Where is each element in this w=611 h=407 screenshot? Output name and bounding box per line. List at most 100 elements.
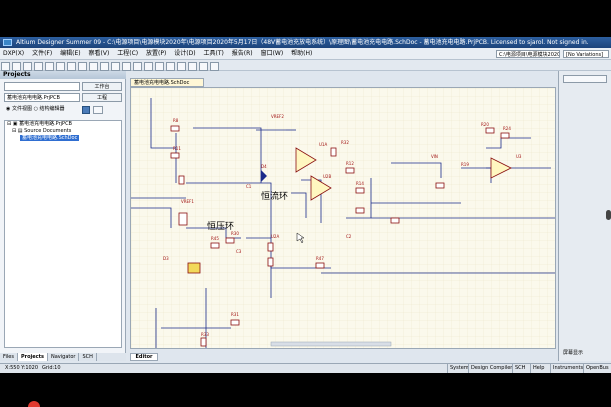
label-u1a: U1A bbox=[319, 142, 327, 147]
menu-help[interactable]: 帮助(H) bbox=[291, 50, 313, 57]
label-r30: R30 bbox=[231, 231, 239, 236]
zoom-icon[interactable] bbox=[34, 62, 43, 71]
label-vref1: VREF1 bbox=[181, 199, 194, 204]
zoom-fit-icon[interactable] bbox=[45, 62, 54, 71]
label-d4: D4 bbox=[261, 164, 267, 169]
editor-tab[interactable]: Editor bbox=[130, 353, 158, 361]
screen-display-label: 屏幕显示 bbox=[563, 350, 584, 356]
tree-project-label: 蓄电池充电电路.PrjPCB bbox=[19, 121, 72, 127]
radio-file-view-label: 文件视图 bbox=[11, 106, 32, 112]
menu-edit[interactable]: 编辑(E) bbox=[60, 50, 81, 57]
status-sch[interactable]: SCH bbox=[512, 364, 525, 373]
project-options-icon[interactable] bbox=[82, 106, 90, 114]
altium-window: Altium Designer Summer 09 - C:\电源项目\电源模块… bbox=[0, 37, 611, 373]
menu-window[interactable]: 窗口(W) bbox=[260, 50, 284, 57]
side-handle-icon bbox=[606, 210, 611, 220]
tree-doc[interactable]: 蓄电池充电电路.SchDoc bbox=[5, 135, 121, 142]
title-bar: Altium Designer Summer 09 - C:\电源项目\电源模块… bbox=[0, 37, 611, 48]
right-panel: 屏幕显示 bbox=[558, 71, 611, 361]
label-c2: C2 bbox=[346, 234, 352, 239]
sheet-symbol-icon[interactable] bbox=[166, 62, 175, 71]
label-d3: D3 bbox=[163, 256, 169, 261]
label-vin: VIN bbox=[431, 154, 438, 159]
copy-icon[interactable] bbox=[67, 62, 76, 71]
tab-sch[interactable]: SCH bbox=[79, 353, 97, 361]
net-label-icon[interactable] bbox=[133, 62, 142, 71]
variant-field[interactable]: [No Variations] bbox=[563, 50, 609, 58]
menu-tools[interactable]: 工具(T) bbox=[203, 50, 224, 57]
label-r11: R11 bbox=[173, 146, 181, 151]
part-icon[interactable] bbox=[155, 62, 164, 71]
status-openbus[interactable]: OpenBus bbox=[583, 364, 609, 373]
wire-icon[interactable] bbox=[111, 62, 120, 71]
status-coords: X:550 Y:1020 bbox=[5, 365, 39, 371]
toolbar bbox=[0, 60, 611, 71]
label-r33: R33 bbox=[201, 332, 209, 337]
status-grid: Grid:10 bbox=[42, 365, 61, 371]
label-vref2: VREF2 bbox=[271, 114, 284, 119]
menu-reports[interactable]: 报告(R) bbox=[231, 50, 253, 57]
label-c1: C1 bbox=[246, 184, 252, 189]
tree-project[interactable]: ⊟ ▣ 蓄电池充电电路.PrjPCB bbox=[5, 121, 121, 128]
project-tree: ⊟ ▣ 蓄电池充电电路.PrjPCB ⊟ ▤ Source Documents … bbox=[4, 120, 122, 348]
schematic-sheet[interactable]: R8 R11 D4 U1A R32 R12 U2B R14 C1 C2 VREF… bbox=[130, 87, 556, 349]
tab-navigator[interactable]: Navigator bbox=[48, 353, 80, 361]
projects-panel: Projects 工作台 蓄电池充电电路.PrjPCB 工程 ◉ 文件视图 ○ … bbox=[0, 71, 126, 361]
no-erc-icon[interactable] bbox=[188, 62, 197, 71]
radio-struct-view[interactable]: ○ bbox=[33, 106, 40, 112]
diode-d4 bbox=[261, 170, 267, 182]
label-r32: R32 bbox=[341, 140, 349, 145]
menu-file[interactable]: 文件(F) bbox=[32, 50, 53, 57]
tab-files[interactable]: Files bbox=[0, 353, 18, 361]
workspace-field[interactable] bbox=[4, 82, 80, 91]
menu-dxp[interactable]: DXP(X) bbox=[3, 50, 25, 57]
status-system[interactable]: System bbox=[447, 364, 469, 373]
label-r31: R31 bbox=[231, 312, 239, 317]
project-button[interactable]: 工程 bbox=[82, 93, 122, 102]
bus-icon[interactable] bbox=[122, 62, 131, 71]
annotation-constant-voltage: 恒压环 bbox=[207, 220, 234, 232]
menu-design[interactable]: 设计(D) bbox=[174, 50, 196, 57]
status-design-compiler[interactable]: Design Compiler bbox=[468, 364, 512, 373]
path-field[interactable]: C:\电源项目\电源模块2020年\... bbox=[496, 50, 560, 58]
menu-project[interactable]: 工程(C) bbox=[117, 50, 139, 57]
redo-icon[interactable] bbox=[100, 62, 109, 71]
cut-icon[interactable] bbox=[56, 62, 65, 71]
status-help[interactable]: Help bbox=[530, 364, 544, 373]
wires bbox=[131, 98, 555, 348]
document-tab[interactable]: 蓄电池充电电路.SchDoc bbox=[130, 78, 204, 87]
right-toolbar[interactable] bbox=[563, 75, 607, 83]
label-r8: R8 bbox=[173, 118, 179, 123]
annotation-constant-current: 恒流环 bbox=[261, 190, 288, 202]
tree-folder-label: Source Documents bbox=[24, 128, 72, 134]
menu-place[interactable]: 放置(P) bbox=[146, 50, 167, 57]
tab-projects[interactable]: Projects bbox=[17, 353, 48, 361]
tree-folder[interactable]: ⊟ ▤ Source Documents bbox=[12, 128, 72, 134]
workspace-button[interactable]: 工作台 bbox=[82, 82, 122, 91]
label-u2a: U2A bbox=[271, 234, 279, 239]
tl431-ic bbox=[187, 262, 201, 274]
undo-icon[interactable] bbox=[89, 62, 98, 71]
line-icon[interactable] bbox=[210, 62, 219, 71]
save-icon[interactable] bbox=[12, 62, 21, 71]
horizontal-scrollbar[interactable] bbox=[270, 341, 392, 347]
label-r45: R45 bbox=[211, 236, 219, 241]
label-r24: R24 bbox=[503, 126, 511, 131]
label-r12: R12 bbox=[346, 161, 354, 166]
power-port-icon[interactable] bbox=[144, 62, 153, 71]
label-u2b: U2B bbox=[323, 174, 331, 179]
port-icon[interactable] bbox=[177, 62, 186, 71]
text-icon[interactable] bbox=[199, 62, 208, 71]
paste-icon[interactable] bbox=[78, 62, 87, 71]
window-title: Altium Designer Summer 09 - C:\电源项目\电源模块… bbox=[16, 39, 589, 46]
folder-options-icon[interactable] bbox=[93, 106, 103, 114]
radio-file-view[interactable]: ◉ bbox=[6, 106, 12, 112]
status-bar: X:550 Y:1020 Grid:10 System Design Compi… bbox=[0, 363, 611, 373]
status-instruments[interactable]: Instruments bbox=[550, 364, 583, 373]
open-icon[interactable] bbox=[1, 62, 10, 71]
print-icon[interactable] bbox=[23, 62, 32, 71]
menu-view[interactable]: 察看(V) bbox=[88, 50, 110, 57]
schematic-canvas: R8 R11 D4 U1A R32 R12 U2B R14 C1 C2 VREF… bbox=[131, 88, 555, 348]
project-field[interactable]: 蓄电池充电电路.PrjPCB bbox=[4, 93, 80, 102]
